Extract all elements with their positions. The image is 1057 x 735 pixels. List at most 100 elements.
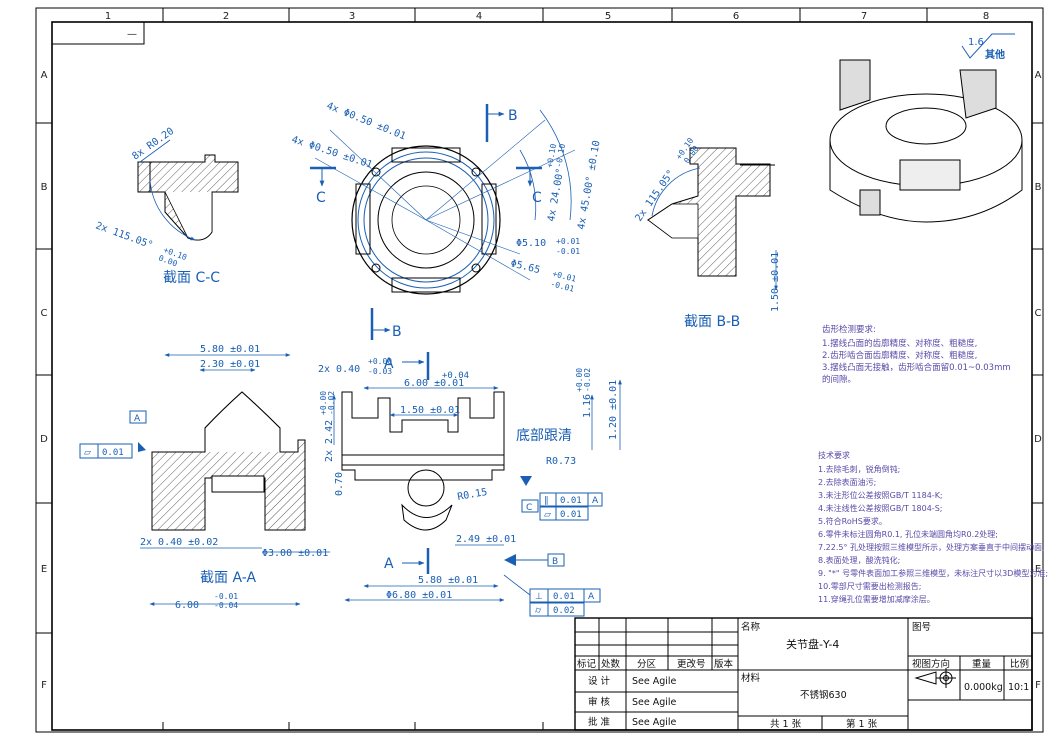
fcf1-datum: A <box>592 496 599 506</box>
datum-b-label: B <box>552 557 558 567</box>
fcf3-value: 0.01 <box>553 592 575 602</box>
top-dim-d1: Φ5.10 <box>516 238 546 249</box>
col-label: 2 <box>223 11 229 22</box>
f-dim-h3: 1.20 ±0.01 <box>608 380 619 440</box>
f-dim-h1-tol-l: -0.02 <box>327 391 336 415</box>
approve-value: See Agile <box>632 717 677 728</box>
section-marker-a: A <box>384 556 394 572</box>
sheets-total: 共 1 张 <box>770 719 802 730</box>
material-label: 材料 <box>741 672 761 684</box>
top-view: B B C C 4x Φ0.50 ±0.01 4x Φ0.50 ±0.01 4x… <box>290 101 603 340</box>
a-dim-top-w: 5.80 ±0.01 <box>200 344 260 355</box>
section-marker-c: C <box>316 190 326 206</box>
flatness-frame <box>79 443 133 459</box>
fcf3-symbol: ⊥ <box>535 592 543 602</box>
top-dim-d1-tol-u: +0.01 <box>556 237 580 246</box>
tech-notes-line: 6.零件未标注圆角R0.1, 孔位未端圆角均R0.2处理; <box>818 529 998 539</box>
f-dim-left-top: 2x 0.40 <box>318 364 360 375</box>
col-label: 3 <box>349 11 355 22</box>
f-dim-inner: 1.50 ±0.01 <box>400 405 460 416</box>
top-dim-hole1: 4x Φ0.50 ±0.01 <box>325 101 407 143</box>
f-dim-h2-tol-l: -0.02 <box>583 368 592 392</box>
fcf1-symbol: ∥ <box>544 496 549 506</box>
b-section-title: 截面 B-B <box>684 314 740 330</box>
tech-notes-line: 10.零部尺寸需要出检测报告; <box>818 581 921 591</box>
rev-header: 版本 <box>714 658 734 670</box>
f-dim-b2: 5.80 ±0.01 <box>418 575 478 586</box>
f-dim-b1: 2.49 ±0.01 <box>456 534 516 545</box>
fcf4-symbol: ⌭ <box>535 606 542 616</box>
section-marker-c: C <box>532 190 542 206</box>
gear-notes-line: 2.齿形啮合面齿廓精度、对称度、粗糙度, <box>822 350 977 361</box>
f-dim-b3: Φ6.80 ±0.01 <box>386 590 452 601</box>
datum-b-box <box>547 553 565 567</box>
tech-notes-line: 9. "*" 号零件表面加工参照三维模型，未标注尺寸以3D模型为准; <box>818 568 1048 578</box>
projection-symbol-icon <box>914 668 956 688</box>
fcf4-value: 0.02 <box>553 606 575 616</box>
col-label: 8 <box>983 11 989 22</box>
row-label: A <box>41 70 48 81</box>
grid-labels: 1 2 3 4 5 6 7 8 A B C D E F A B C D E F … <box>40 11 1042 691</box>
row-label: F <box>1035 680 1041 691</box>
tech-notes-line: 7.22.5° 孔处理按照三维模型所示，处理方案垂直于中间摆动面; <box>818 542 1045 552</box>
row-label: E <box>1035 564 1041 575</box>
roughness-value: 1.6 <box>968 37 984 48</box>
title-block <box>574 617 1033 731</box>
drawing-no-label: 图号 <box>912 622 931 633</box>
f-dim-left-top-tol-l: -0.03 <box>368 367 392 376</box>
f-note-root: 底部跟清 <box>516 428 572 444</box>
rev-header: 更改号 <box>677 658 706 670</box>
row-label: D <box>40 434 48 445</box>
tech-notes-line: 4.未注线性公差按照GB/T 1804-S; <box>818 503 942 513</box>
design-value: See Agile <box>632 676 677 687</box>
border-frame <box>35 7 1044 733</box>
name-label: 名称 <box>741 621 761 633</box>
top-dim-ang1-tol-l: -0.10 <box>554 143 567 168</box>
tech-notes-line: 8.表面处理，酸洗钝化; <box>818 555 900 565</box>
rev-header: 分区 <box>637 659 657 670</box>
c-dim-angle: 2x 115.05° <box>94 220 154 251</box>
col-label: 4 <box>476 11 482 22</box>
row-label: E <box>41 564 47 575</box>
tech-notes-title: 技术要求 <box>818 450 850 460</box>
review-label: 审 核 <box>588 696 611 708</box>
approve-label: 批 准 <box>588 716 611 728</box>
section-marker-b: B <box>508 108 518 124</box>
datum-a-label: A <box>134 414 141 424</box>
corner-mark: — <box>127 29 137 40</box>
row-label: A <box>1035 70 1042 81</box>
f-dim-h2-tol-u: +0.00 <box>575 368 584 392</box>
a-dim-bot2: Φ3.00 ±0.01 <box>262 548 328 559</box>
scale-value: 10:1 <box>1008 682 1029 693</box>
f-dim-h2: 1.16 <box>582 394 593 418</box>
flatness-value: 0.01 <box>102 448 124 458</box>
f-dim-r2: R0.15 <box>457 487 489 503</box>
top-dim-hole2: 4x Φ0.50 ±0.01 <box>290 134 374 171</box>
tech-notes-line: 3.未注形位公差按照GB/T 1184-K; <box>818 490 943 500</box>
row-label: F <box>41 680 47 691</box>
a-section-title: 截面 A-A <box>200 570 256 586</box>
fcf-flatness <box>539 506 589 521</box>
fcf-runout <box>529 602 585 617</box>
weight-label: 重量 <box>972 658 992 670</box>
scale-label: 比例 <box>1010 658 1029 670</box>
datum-c-label: C <box>526 503 532 513</box>
design-label: 设 计 <box>588 675 611 687</box>
row-label: D <box>1034 434 1042 445</box>
title-block-text: 标记 处数 分区 更改号 版本 名称 关节盘-Y-4 图号 设 计 See Ag… <box>577 621 1029 730</box>
f-dim-width-tol: +0.04 <box>442 371 469 381</box>
isometric-view <box>829 59 1023 223</box>
rev-header: 处数 <box>601 658 621 670</box>
tech-notes-line: 5.符合RoHS要求。 <box>818 516 887 526</box>
sheet-no: 第 1 张 <box>846 718 878 730</box>
gear-notes-line: 3.摆线凸面无接触，齿形啮合面留0.01~0.03mm <box>822 362 1011 373</box>
top-dim-d1-tol-l: -0.01 <box>556 247 580 256</box>
front-view: 2x 0.40 +0.00 -0.03 A A +0.04 6.00 ±0.01… <box>318 352 622 617</box>
fcf1-value: 0.01 <box>560 496 582 506</box>
view-dir-label: 视图方向 <box>912 658 950 670</box>
row-label: C <box>1035 308 1042 319</box>
tech-notes-line: 2.去除表面油污; <box>818 477 876 487</box>
top-dim-ang1-tol-u: +0.10 <box>545 143 558 168</box>
